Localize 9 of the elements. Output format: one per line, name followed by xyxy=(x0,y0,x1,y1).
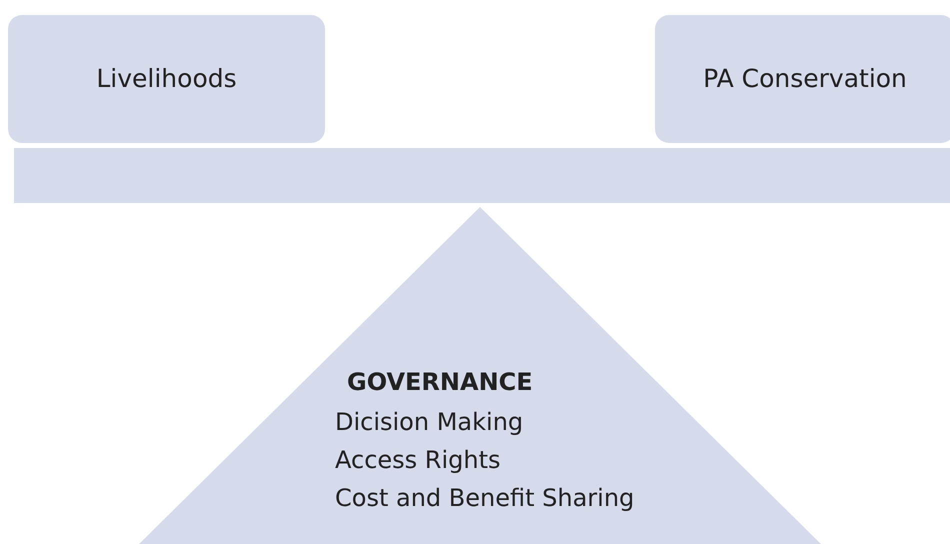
list-item: Dicision Making xyxy=(335,407,524,437)
heading: GOVERNANCE xyxy=(347,367,533,397)
list-item: Cost and Benefit Sharing xyxy=(335,483,634,513)
list-item: Access Rights xyxy=(335,445,500,475)
box-label: PA Conservation xyxy=(703,62,907,95)
label-box xyxy=(655,15,950,143)
label-box xyxy=(8,15,325,143)
box-label: Livelihoods xyxy=(96,62,237,95)
balance-beam xyxy=(14,148,950,203)
